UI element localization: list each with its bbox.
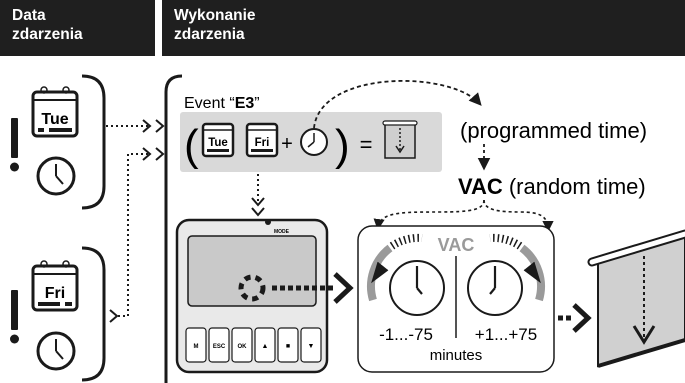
header-left-line2: zdarzenia [12, 26, 83, 43]
arrow-icon [572, 303, 592, 333]
device-button-label-m: M [194, 344, 199, 350]
header-event-date: Data zdarzenia [0, 0, 155, 56]
event-date-group-1: Tue [10, 74, 106, 210]
device-button-up[interactable] [254, 327, 276, 363]
vac-left-arrow [373, 199, 485, 231]
vac-strong-label: VAC [458, 174, 503, 199]
minutes-label: minutes [430, 347, 483, 364]
event-day-label-2: Fri [255, 137, 270, 149]
plus-dial [467, 233, 545, 316]
header-right-line1: Wykonanie [174, 7, 256, 24]
device-button-label-up: ▲ [262, 343, 269, 350]
device-button-ok[interactable] [231, 327, 253, 363]
clock-icon [467, 260, 523, 316]
arrow-icon [333, 272, 354, 304]
header-left-line1: Data [12, 7, 46, 24]
clock-icon [36, 331, 76, 371]
vac-panel: VAC -1...-75 +1...+75 minu [357, 225, 555, 373]
random-time-label: (random time) [509, 174, 646, 199]
exclamation-icon [10, 290, 19, 344]
chevron-down-icon [251, 197, 265, 207]
device-button-esc[interactable] [208, 327, 230, 363]
open-paren: ( [184, 121, 199, 170]
event-date-group-2: Fri [10, 246, 106, 382]
clockwise-arrow-icon [523, 261, 541, 284]
event-title: Event “E3” [184, 95, 260, 112]
roller-blind-icon [382, 120, 418, 159]
minus-dial [367, 233, 445, 316]
calendar-icon: Fri [245, 122, 279, 158]
connector-arrows-left [106, 125, 150, 317]
calendar-day-label-1: Tue [41, 111, 68, 128]
vac-random-label: VAC(random time) [458, 174, 646, 199]
counterclockwise-arrow-icon [371, 261, 389, 284]
control-unit-device: MODE M ESC OK ▲ ■ ▼ [175, 218, 329, 374]
roller-blind-icon [587, 229, 685, 368]
device-button-label-ok: OK [238, 344, 248, 350]
event-e3-box: Event “E3” ( ) Tue Fri + = [180, 95, 442, 172]
header-right-line2: zdarzenia [174, 26, 245, 43]
execution-bracket [164, 74, 183, 383]
device-screen [187, 235, 317, 307]
clock-icon [300, 128, 328, 156]
equals-sign: = [360, 132, 373, 157]
clock-icon [36, 156, 76, 196]
calendar-icon: Tue [201, 122, 235, 158]
minus-range-label: -1...-75 [379, 325, 433, 344]
device-button-label-down: ▼ [308, 343, 315, 350]
chevron-down-icon [251, 207, 265, 217]
event-code: E3 [235, 95, 255, 112]
programmed-time-arrow [313, 80, 482, 129]
device-button-stop[interactable] [277, 327, 299, 363]
close-paren: ) [335, 121, 350, 170]
calendar-icon: Tue [31, 86, 79, 138]
calendar-icon: Fri [31, 260, 79, 312]
vac-panel-title: VAC [438, 235, 475, 255]
event-title-suffix: ” [254, 95, 259, 112]
mode-label: MODE [274, 229, 290, 235]
plus-range-label: +1...+75 [475, 325, 537, 344]
device-button-row: M ESC OK ▲ ■ ▼ [185, 327, 322, 363]
calendar-day-label-2: Fri [45, 285, 65, 302]
device-button-label-stop: ■ [286, 343, 290, 350]
device-button-label-esc: ESC [213, 344, 226, 350]
programmed-time-label: (programmed time) [460, 118, 647, 143]
chevron-arrow-icons [109, 119, 165, 323]
vac-right-arrow [483, 199, 554, 233]
busy-indicator-icon [238, 274, 266, 302]
plus-sign: + [281, 133, 293, 155]
clock-icon [389, 260, 445, 316]
event-title-prefix: Event “ [184, 95, 235, 112]
device-button-m[interactable] [185, 327, 207, 363]
exclamation-icon [10, 118, 19, 172]
header-event-execution: Wykonanie zdarzenia [162, 0, 685, 56]
device-button-down[interactable] [300, 327, 322, 363]
event-day-label-1: Tue [208, 137, 228, 149]
